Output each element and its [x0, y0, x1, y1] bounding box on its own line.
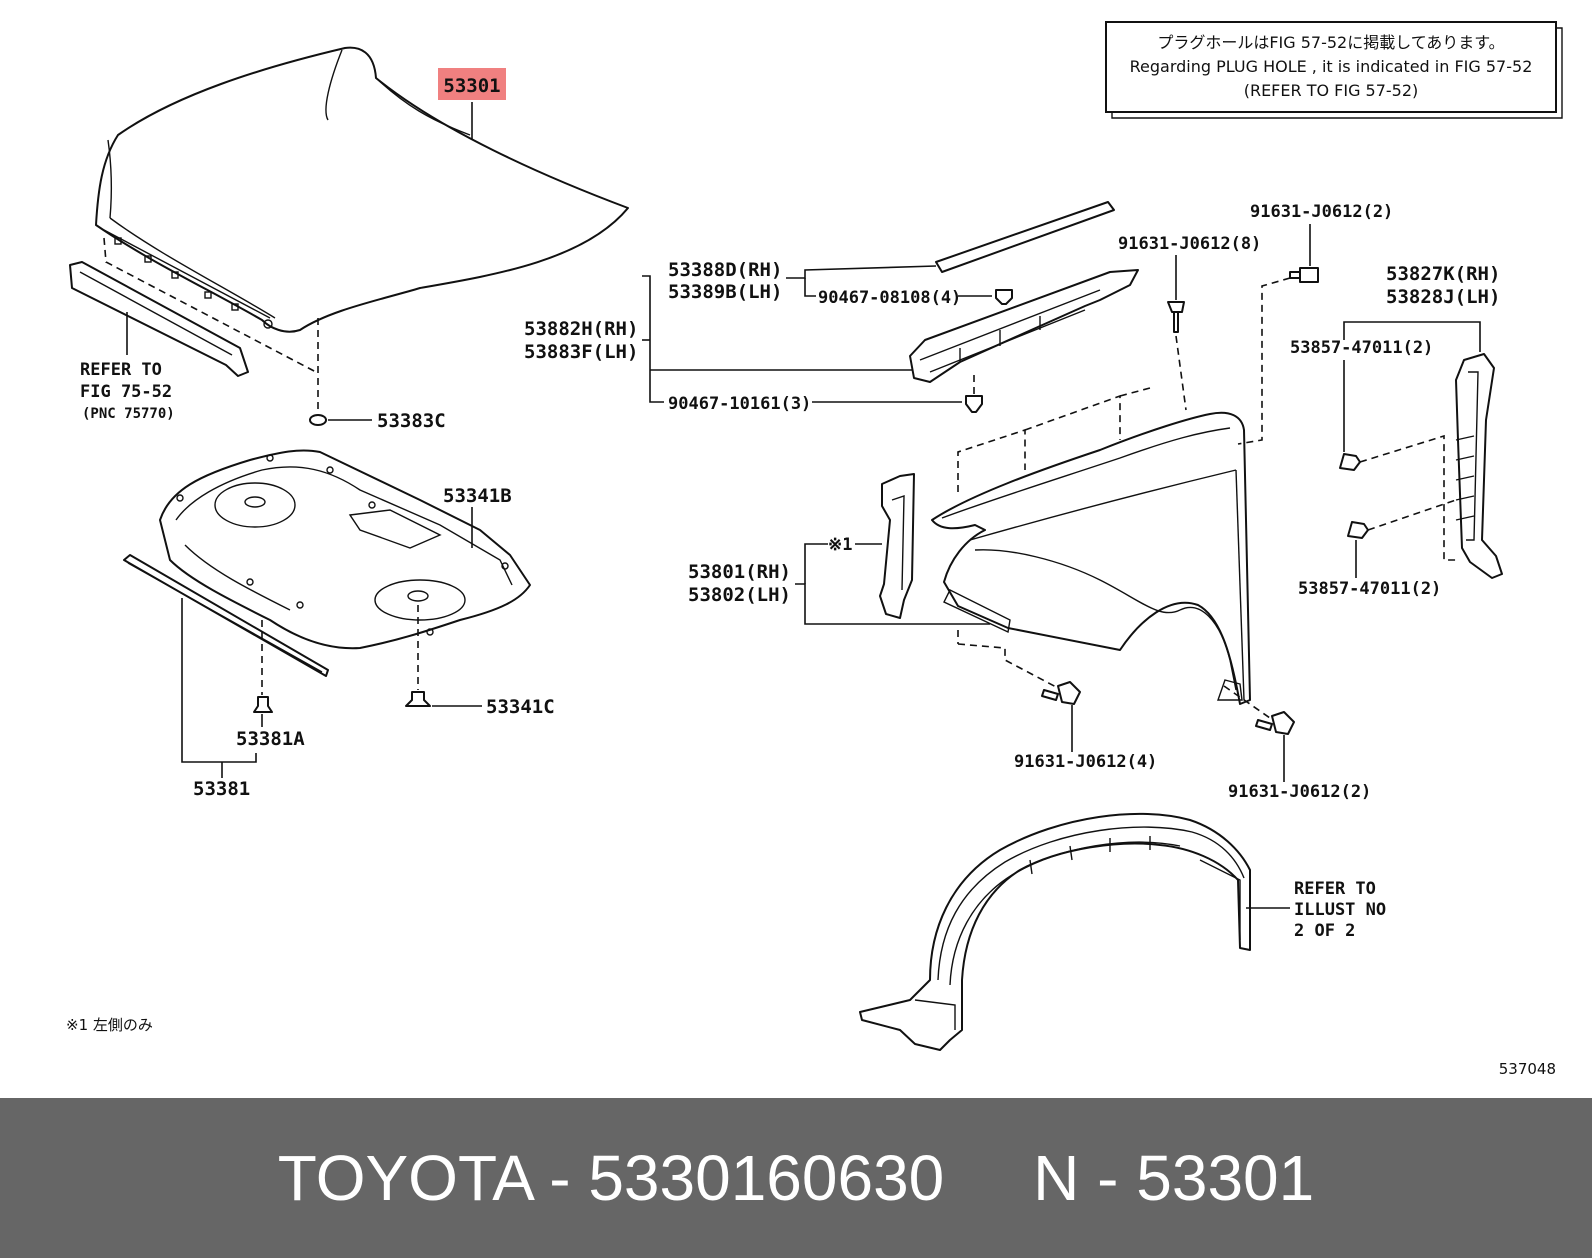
label-bolt-d: 91631-J0612(2)	[1228, 782, 1371, 802]
bolt-a-drawing	[1167, 301, 1185, 333]
label-liner-refer-2: ILLUST NO	[1294, 900, 1386, 920]
illustration-number: 537048	[1499, 1060, 1556, 1078]
label-insulator-clip: 53341C	[486, 696, 555, 718]
fender-brace-drawing	[879, 473, 915, 619]
notice-line-1: プラグホールはFIG 57-52に掲載してあります。	[1157, 33, 1504, 52]
label-seal: 53381	[193, 778, 250, 800]
label-bolt-c: 91631-J0612(4)	[1014, 752, 1157, 772]
label-shield-rh: 53827K(RH)	[1386, 263, 1500, 285]
label-liner-refer-3: 2 OF 2	[1294, 921, 1355, 941]
fender-drawing	[931, 411, 1251, 705]
clip-upper-drawing	[995, 289, 1013, 305]
label-bolt-a: 91631-J0612(8)	[1118, 234, 1261, 254]
label-brace-mark: ※1	[828, 535, 852, 555]
bolt-d-drawing	[1255, 711, 1295, 735]
bolt-c-drawing	[1041, 681, 1081, 705]
label-seal-clip: 53381A	[236, 728, 305, 750]
notice-line-2: Regarding PLUG HOLE , it is indicated in…	[1130, 57, 1533, 76]
label-liner-refer-1: REFER TO	[1294, 879, 1376, 899]
hood-lock-reinforcement	[69, 261, 249, 377]
label-brace-rh: 53801(RH)	[688, 561, 791, 583]
fender-shield-drawing	[1455, 353, 1503, 579]
notice-box: プラグホールはFIG 57-52に掲載してあります。 Regarding PLU…	[1105, 21, 1563, 119]
label-shield-clip-a: 53857-47011(2)	[1290, 338, 1433, 358]
shield-clip-b-drawing	[1347, 521, 1369, 539]
shield-clip-a-drawing	[1339, 453, 1361, 471]
label-hood-refer-1: REFER TO	[80, 360, 162, 380]
label-clip-upper: 90467-08108(4)	[818, 288, 961, 308]
label-hood-refer-2: FIG 75-52	[80, 382, 172, 402]
label-protector-rh: 53882H(RH)	[524, 318, 638, 340]
parts-diagram: プラグホールはFIG 57-52に掲載してあります。 Regarding PLU…	[66, 21, 1563, 1078]
label-seal-upper-lh: 53389B(LH)	[668, 281, 782, 303]
hood-seal-drawing	[123, 554, 329, 677]
label-hood-refer-3: (PNC 75770)	[82, 406, 175, 422]
notice-line-3: (REFER TO FIG 57-52)	[1244, 81, 1419, 100]
clip-lower-drawing	[965, 395, 983, 413]
hood-insulator-drawing	[159, 449, 531, 650]
label-protector-lh: 53883F(LH)	[524, 341, 638, 363]
cushion-drawing	[309, 414, 327, 426]
diagram-canvas: プラグホールはFIG 57-52に掲載してあります。 Regarding PLU…	[66, 21, 1563, 1078]
highlight-box	[438, 68, 506, 100]
label-shield-clip-b: 53857-47011(2)	[1298, 579, 1441, 599]
seal-strip-drawing	[935, 201, 1115, 273]
fender-liner-drawing	[859, 812, 1251, 1051]
label-seal-upper-rh: 53388D(RH)	[668, 259, 782, 281]
footer-bar: TOYOTA - 5330160630 N - 53301	[0, 1098, 1592, 1258]
hood-drawing	[95, 46, 629, 333]
label-shield-lh: 53828J(LH)	[1386, 286, 1500, 308]
cowl-protector-drawing	[909, 269, 1139, 383]
label-brace-lh: 53802(LH)	[688, 584, 791, 606]
seal-clip-drawing	[253, 696, 273, 713]
label-insulator: 53341B	[443, 485, 512, 507]
label-clip-lower: 90467-10161(3)	[668, 394, 811, 414]
label-bolt-b: 91631-J0612(2)	[1250, 202, 1393, 222]
insulator-clip-drawing	[405, 691, 431, 707]
label-cushion: 53383C	[377, 410, 446, 432]
label-hood: 53301	[443, 75, 500, 97]
bolt-b-drawing	[1289, 267, 1319, 283]
footer-part-number: TOYOTA - 5330160630 N - 53301	[277, 1142, 1315, 1214]
footnote: ※1 左側のみ	[66, 1016, 153, 1034]
